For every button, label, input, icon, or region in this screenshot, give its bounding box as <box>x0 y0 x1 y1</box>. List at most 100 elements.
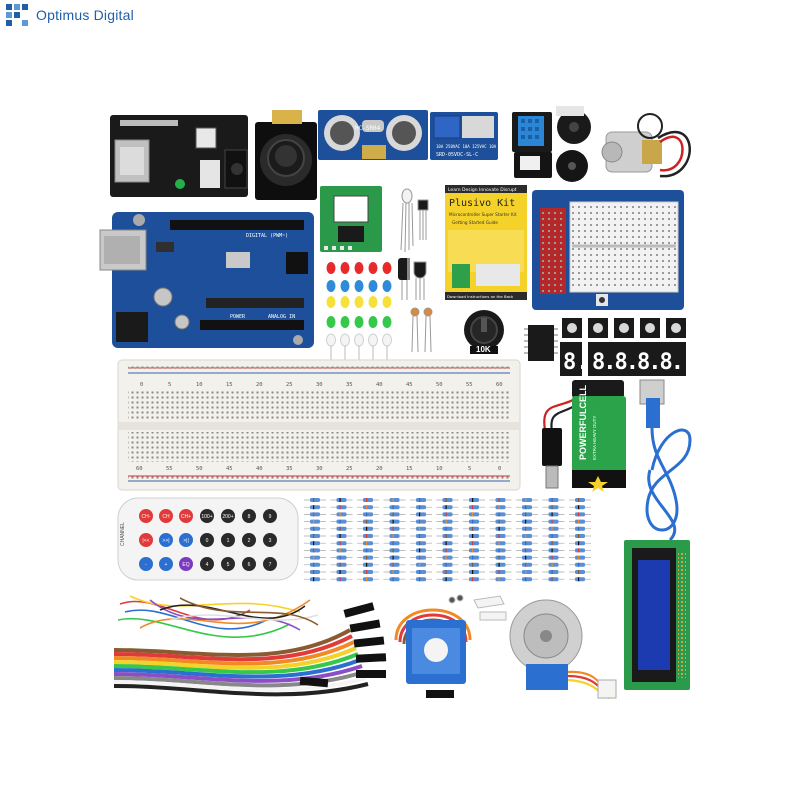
resistor-band <box>551 498 553 502</box>
resistor <box>416 534 426 538</box>
resistor <box>442 526 453 531</box>
resistor <box>310 498 320 502</box>
resistor <box>469 555 479 560</box>
resistor-band <box>525 577 527 582</box>
resistor-band <box>313 577 315 582</box>
svg-text:CH+: CH+ <box>181 514 191 520</box>
resistor-band <box>445 498 447 502</box>
resistor-band <box>445 512 447 517</box>
resistor <box>363 555 373 560</box>
resistor-band <box>392 534 394 538</box>
led-assortment <box>326 262 392 360</box>
resistor-band <box>392 548 394 553</box>
svg-text:4: 4 <box>206 562 209 568</box>
resistor <box>575 505 585 510</box>
resistor-band <box>366 577 368 582</box>
resistor <box>522 512 532 517</box>
sensor-module-small <box>514 152 552 178</box>
resistor-band <box>392 570 394 574</box>
resistor <box>469 498 479 502</box>
resistor-band <box>419 562 421 567</box>
resistor-band <box>498 505 500 510</box>
resistor-band <box>525 505 527 510</box>
resistor <box>522 548 532 553</box>
resistor <box>336 541 347 546</box>
resistor <box>389 541 400 546</box>
resistor-band <box>525 526 527 531</box>
resistor-band <box>551 534 553 538</box>
resistor <box>495 498 506 502</box>
resistor-band <box>525 498 527 502</box>
kit-title: Plusivo Kit <box>449 198 515 209</box>
arduino-uno-board <box>99 212 314 348</box>
resistor-band <box>392 498 394 502</box>
resistor-band <box>419 534 421 538</box>
resistor <box>389 555 400 560</box>
resistor <box>548 541 559 546</box>
resistor <box>495 505 506 510</box>
ribbon-connectors <box>299 602 387 688</box>
resistor-band <box>366 562 368 567</box>
resistor <box>575 498 585 502</box>
resistor <box>389 548 400 553</box>
resistor-band <box>498 526 500 531</box>
resistor-assortment <box>304 498 591 582</box>
ir-receiver <box>417 199 429 240</box>
resistor-band <box>498 534 500 538</box>
resistor <box>389 519 400 524</box>
resistor-band <box>445 534 447 538</box>
arduino-digital-label: DIGITAL (PWM~) <box>246 233 288 239</box>
resistor <box>363 526 373 531</box>
prototype-shield <box>532 190 684 310</box>
svg-text:CH-: CH- <box>142 514 151 520</box>
resistor-band <box>445 577 447 582</box>
resistor-band <box>445 555 447 560</box>
svg-text:|<<: |<< <box>142 538 149 544</box>
resistor-band <box>498 577 500 582</box>
resistor <box>442 555 453 560</box>
jumper-wires-male <box>117 595 319 639</box>
resistor <box>469 512 479 517</box>
svg-text:20: 20 <box>376 466 383 472</box>
ribbon-cable <box>113 628 369 697</box>
resistor <box>310 562 320 567</box>
resistor <box>416 526 426 531</box>
resistor-band <box>578 512 580 517</box>
resistor <box>575 570 585 574</box>
svg-text:0: 0 <box>206 538 209 544</box>
svg-text:20: 20 <box>256 382 263 388</box>
resistor-band <box>578 534 580 538</box>
resistor-band <box>313 541 315 546</box>
resistor <box>363 505 373 510</box>
resistor <box>336 519 347 524</box>
svg-text:15: 15 <box>226 382 233 388</box>
svg-text:35: 35 <box>286 466 293 472</box>
resistor <box>548 505 559 510</box>
resistor <box>389 562 400 567</box>
resistor <box>363 541 373 546</box>
resistor-band <box>445 562 447 567</box>
resistor-band <box>419 498 421 502</box>
resistor <box>389 534 400 538</box>
resistor <box>442 562 453 567</box>
stepper-motor <box>509 599 617 700</box>
resistor <box>416 541 426 546</box>
resistor <box>575 555 585 560</box>
resistor-band <box>551 526 553 531</box>
kit-subtitle-2: Getting Started Guide <box>452 220 498 225</box>
resistor-band <box>339 498 341 502</box>
resistor <box>310 541 320 546</box>
resistor <box>442 577 453 582</box>
svg-text:0: 0 <box>140 382 143 388</box>
resistor <box>548 548 559 553</box>
resistor-band <box>366 548 368 553</box>
resistor <box>495 548 506 553</box>
resistor <box>495 512 506 517</box>
resistor-band <box>392 541 394 546</box>
svg-text:3: 3 <box>269 538 272 544</box>
remote-button-labels: CH- CH CH+ |<< >>| >|| - + EQ 0 100+ 200… <box>142 514 272 568</box>
resistor-band <box>419 512 421 517</box>
resistor <box>416 577 426 582</box>
resistor-band <box>339 519 341 524</box>
svg-text:10: 10 <box>196 382 203 388</box>
